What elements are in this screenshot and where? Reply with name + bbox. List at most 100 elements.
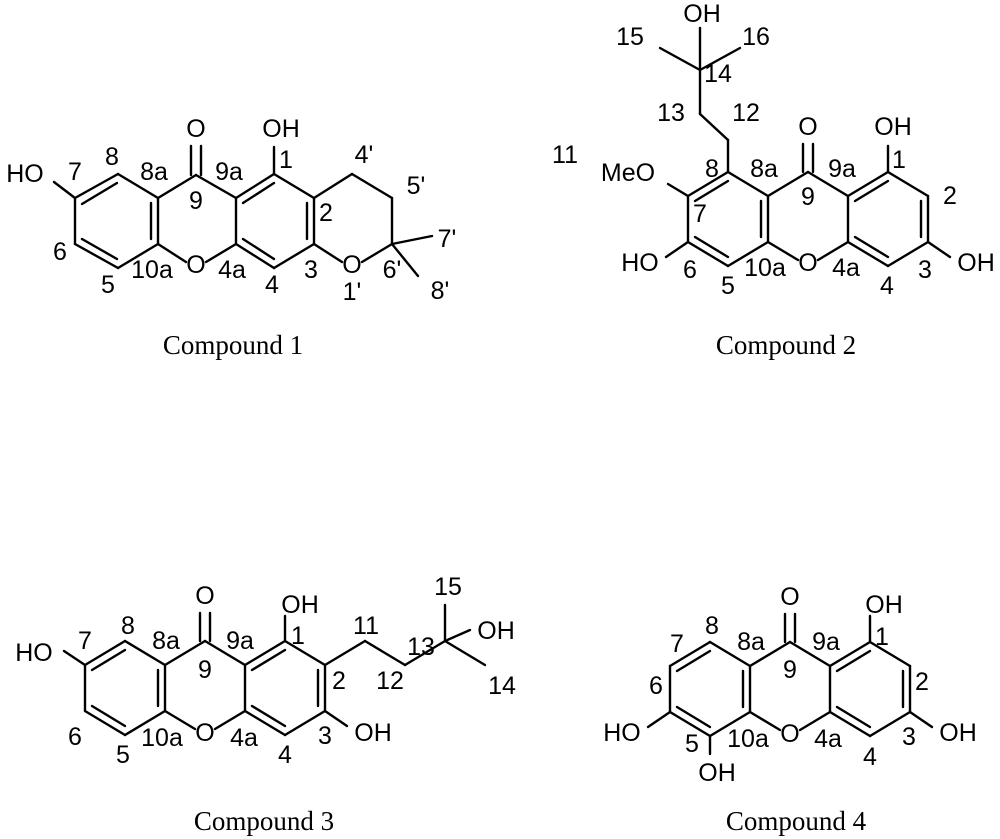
compound-2-bonds — [658, 26, 952, 268]
hydroxyl-c7: HO — [6, 160, 44, 188]
locant: 6 — [683, 256, 697, 284]
hydroxyl-c1: OH — [865, 591, 903, 619]
locant: 5 — [116, 741, 130, 769]
compound-1-caption: Compound 1 — [163, 330, 303, 360]
locant: 5' — [407, 172, 426, 200]
locant: 8a — [152, 627, 180, 655]
compound-4-caption: Compound 4 — [726, 806, 867, 836]
locant: 4 — [278, 741, 292, 769]
locant: 9a — [215, 158, 243, 186]
locant: 11 — [552, 141, 578, 169]
hydroxyl-c1: OH — [874, 113, 912, 141]
carbonyl-oxygen: O — [780, 583, 799, 611]
locant: 7 — [78, 627, 92, 655]
locant: 14 — [488, 672, 516, 700]
compound-1-bonds — [52, 144, 434, 278]
locant: 6 — [649, 672, 663, 700]
locant: 8 — [705, 612, 719, 640]
locant: 3 — [304, 256, 318, 284]
hydroxyl-c7: HO — [15, 639, 53, 667]
locant: 1' — [343, 278, 362, 306]
locant: 8a — [750, 155, 778, 183]
locant: 4a — [814, 725, 842, 753]
locant: 8 — [705, 155, 719, 183]
hydroxyl-c3: OH — [957, 249, 995, 277]
compound-3-caption: Compound 3 — [194, 806, 334, 836]
locant: 2 — [319, 199, 333, 227]
locant: 1 — [875, 623, 889, 651]
locant: 7 — [670, 630, 684, 658]
carbonyl-oxygen: O — [798, 113, 817, 141]
locant: 2 — [915, 668, 929, 696]
hydroxyl-c6: HO — [603, 719, 641, 747]
hydroxyl-c1: OH — [281, 591, 319, 619]
locant: 5 — [101, 271, 115, 299]
methoxy-group: MeO — [601, 159, 655, 187]
locant: 9 — [801, 183, 815, 211]
compound-3-bonds — [62, 603, 487, 737]
locant: 4a — [832, 254, 860, 282]
pyran-oxygen: O — [342, 251, 361, 279]
locant: 6' — [383, 256, 402, 284]
locant: 4a — [230, 724, 258, 752]
locant: 4a — [218, 256, 246, 284]
locant: 7' — [438, 225, 457, 253]
hydroxyl-c3: OH — [939, 719, 977, 747]
locant: 3 — [318, 722, 332, 750]
locant: 1 — [291, 622, 305, 650]
locant: 7 — [68, 158, 82, 186]
locant: 16 — [742, 23, 770, 51]
locant: 9a — [828, 155, 856, 183]
hydroxyl-c13: OH — [477, 617, 515, 645]
locant: 10a — [744, 254, 786, 282]
compound-4-bonds — [646, 612, 934, 756]
locant: 7 — [693, 200, 707, 228]
locant: 9a — [226, 627, 254, 655]
locant: 10a — [727, 725, 769, 753]
hydroxyl-c14: OH — [683, 0, 721, 28]
compound-3-structure: 15 O OH OH 1 11 13 HO 7 8 8a 9a 9 2 12 1… — [15, 573, 516, 836]
compound-2-labels: OH 15 16 14 13 12 O OH 11 MeO 8 8a 9a 1 … — [552, 0, 995, 300]
locant: 8a — [140, 158, 168, 186]
locant: 3 — [918, 256, 932, 284]
locant: 9 — [198, 656, 212, 684]
locant: 8 — [121, 612, 135, 640]
locant: 1 — [892, 146, 906, 174]
locant: 11 — [353, 612, 379, 640]
locant: 8' — [431, 277, 450, 305]
locant: 10a — [141, 724, 183, 752]
locant: 4 — [265, 271, 279, 299]
carbonyl-oxygen: O — [186, 115, 205, 143]
locant: 1 — [279, 146, 293, 174]
locant: 4 — [863, 743, 877, 771]
locant: 8 — [105, 143, 119, 171]
locant: 14 — [704, 60, 732, 88]
locant: 6 — [68, 723, 82, 751]
locant: 5 — [685, 730, 699, 758]
compound-1-labels: O OH HO O O 7 8 8a 9 9a 1 4' 5' 2 6 5 10… — [6, 115, 456, 306]
locant: 5 — [721, 272, 735, 300]
ring-oxygen: O — [195, 719, 214, 747]
locant: 9 — [783, 656, 797, 684]
compound-2-caption: Compound 2 — [716, 330, 856, 360]
locant: 12 — [732, 99, 760, 127]
locant: 2 — [943, 182, 957, 210]
locant: 4' — [355, 141, 374, 169]
hydroxyl-c1: OH — [262, 115, 300, 143]
locant: 4 — [880, 272, 894, 300]
hydroxyl-c5: OH — [698, 759, 736, 787]
locant: 12 — [376, 667, 404, 695]
locant: 3 — [902, 723, 916, 751]
locant: 8a — [737, 628, 765, 656]
compound-2-structure: OH 15 16 14 13 12 O OH 11 MeO 8 8a 9a 1 … — [552, 0, 995, 360]
locant: 6 — [53, 238, 67, 266]
ring-oxygen: O — [798, 249, 817, 277]
compound-3-labels: 15 O OH OH 1 11 13 HO 7 8 8a 9a 9 2 12 1… — [15, 573, 516, 769]
ring-oxygen: O — [186, 251, 205, 279]
locant: 9 — [189, 187, 203, 215]
locant: 9a — [812, 628, 840, 656]
locant: 2 — [332, 667, 346, 695]
compound-1-structure: O OH HO O O 7 8 8a 9 9a 1 4' 5' 2 6 5 10… — [6, 115, 456, 360]
locant: 15 — [616, 23, 644, 51]
